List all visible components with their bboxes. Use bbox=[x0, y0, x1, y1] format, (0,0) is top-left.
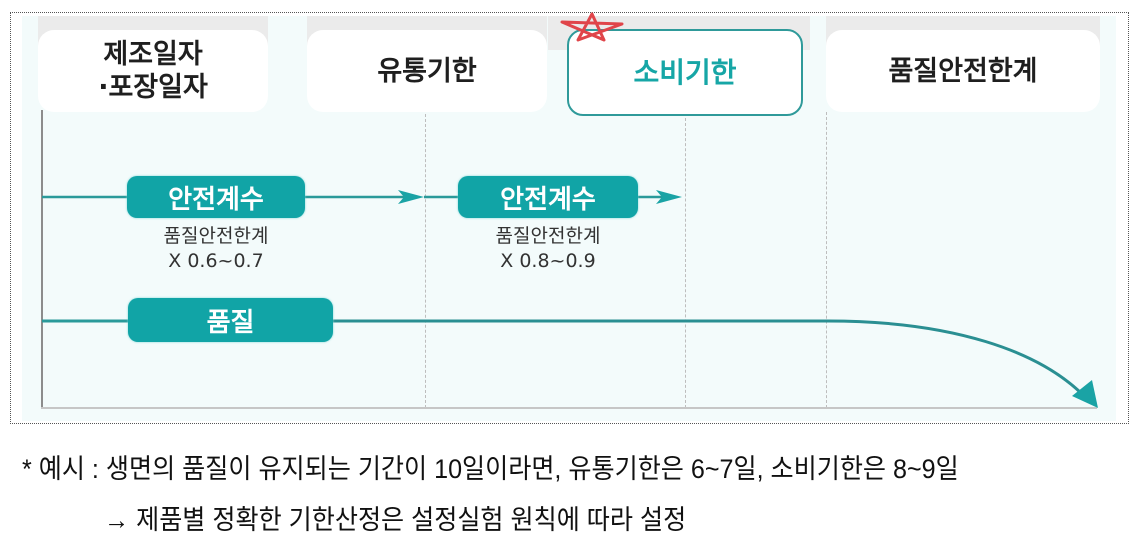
column-divider bbox=[685, 118, 686, 408]
x-axis bbox=[41, 407, 1097, 409]
arrow-head-icon bbox=[398, 190, 424, 204]
safety-factor-pill: 안전계수 bbox=[458, 176, 638, 218]
header-sell-by-date: 유통기한 bbox=[307, 30, 547, 112]
caption-line: X 0.8~0.9 bbox=[500, 250, 596, 272]
pill-label: 안전계수 bbox=[500, 184, 596, 215]
diagram-frame bbox=[10, 12, 1129, 424]
star-icon bbox=[560, 12, 624, 42]
header-quality-safety-limit: 품질안전한계 bbox=[826, 30, 1100, 112]
y-axis bbox=[41, 110, 43, 408]
header-use-by-date: 소비기한 bbox=[567, 29, 803, 116]
column-divider bbox=[826, 112, 827, 408]
quality-pill: 품질 bbox=[128, 298, 333, 342]
header-label: 제조일자 bbox=[103, 39, 203, 70]
safety-factor-pill: 안전계수 bbox=[127, 176, 305, 218]
arrow-head-icon bbox=[656, 190, 682, 204]
header-manufacture-date: 제조일자 ·포장일자 bbox=[38, 30, 268, 112]
header-label: 소비기한 bbox=[633, 56, 737, 89]
pill-label: 안전계수 bbox=[168, 184, 264, 215]
arrow-head-icon bbox=[1072, 380, 1098, 408]
caption-line: 품질안전한계 bbox=[495, 225, 601, 247]
caption-line: 품질안전한계 bbox=[163, 225, 269, 247]
conclusion-note: → 제품별 정확한 기한산정은 설정실험 원칙에 따라 설정 bbox=[104, 505, 687, 535]
header-label: ·포장일자 bbox=[98, 72, 208, 103]
caption-line: X 0.6~0.7 bbox=[168, 250, 264, 272]
safety-factor-caption: 품질안전한계 X 0.6~0.7 bbox=[110, 224, 322, 274]
example-note: * 예시 : 생면의 품질이 유지되는 기간이 10일이라면, 유통기한은 6~… bbox=[22, 454, 959, 484]
column-divider bbox=[425, 114, 426, 408]
header-label: 품질안전한계 bbox=[888, 55, 1038, 87]
safety-factor-caption: 품질안전한계 X 0.8~0.9 bbox=[442, 224, 654, 274]
pill-label: 품질 bbox=[206, 307, 255, 338]
header-label: 유통기한 bbox=[377, 55, 477, 87]
